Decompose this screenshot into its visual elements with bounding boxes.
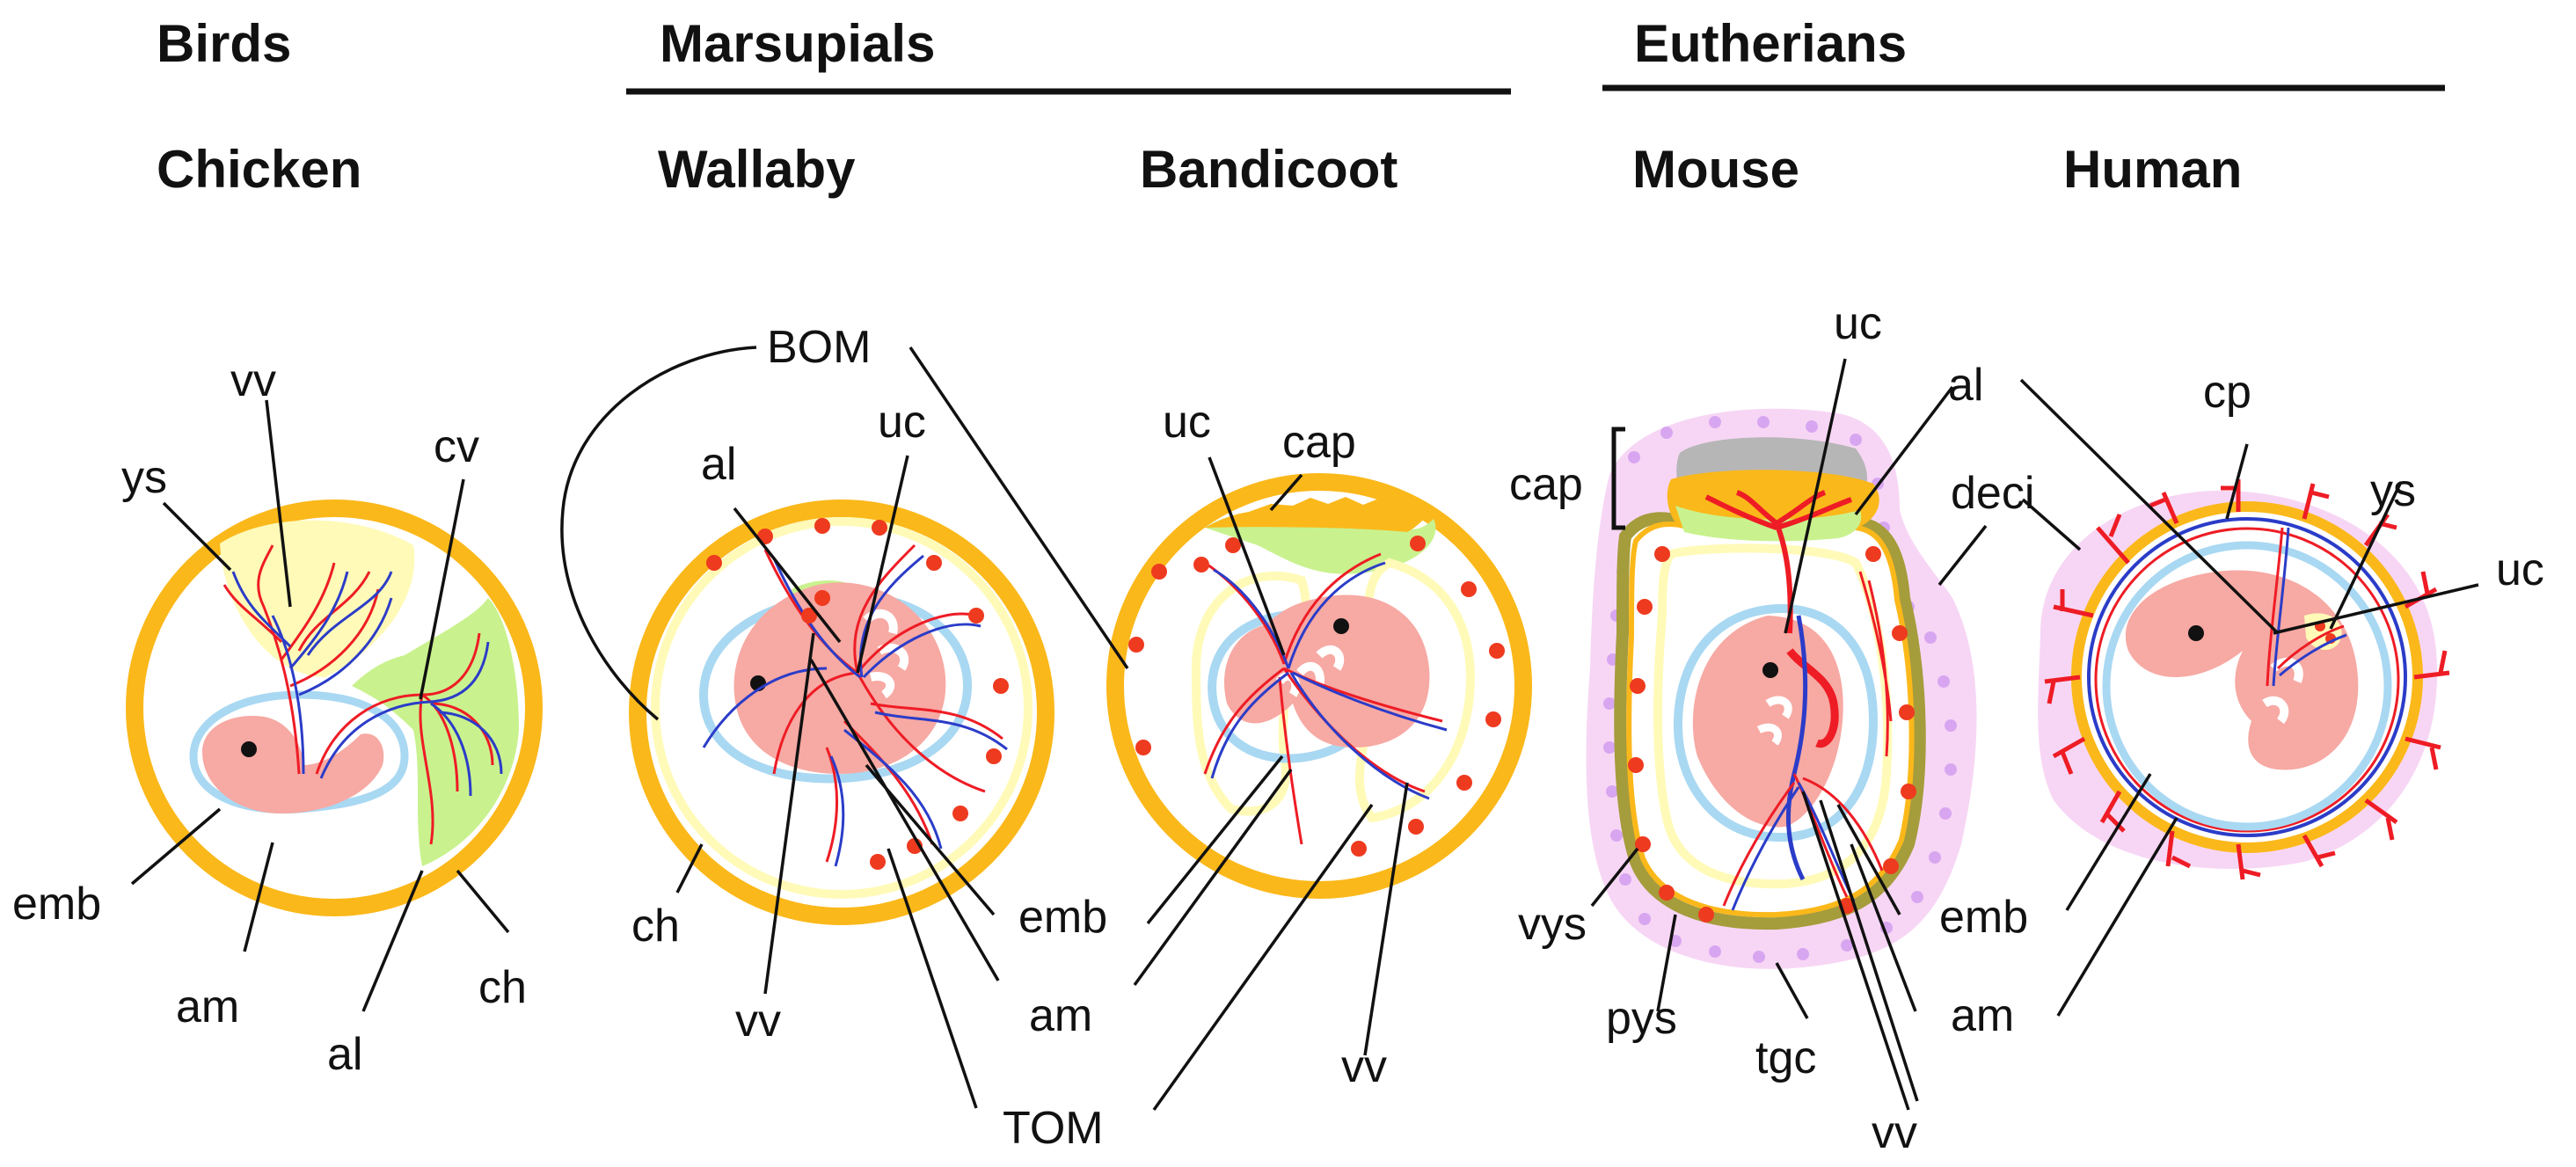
chicken-label-vv: vv (230, 355, 276, 406)
wallaby-vessels (702, 543, 1008, 867)
mouse-amnion (1673, 603, 1879, 842)
human-label-uc: uc (2496, 544, 2544, 595)
chicken-allantois (352, 598, 519, 866)
human-diagram: cp ys uc emb am (1939, 367, 2544, 1041)
mouse-diagram: uc al cap deci vys pys tgc vv (1509, 298, 2034, 1158)
species-mouse: Mouse (1632, 140, 1799, 199)
mouse-label-cap: cap (1509, 459, 1583, 510)
chicken-label-emb: emb (12, 879, 101, 930)
bandicoot-label-vv: vv (1341, 1041, 1387, 1092)
bandicoot-cap (1205, 497, 1434, 532)
wallaby-label-vv: vv (735, 996, 781, 1047)
label-emb-eutherians: emb (1939, 892, 2028, 943)
label-bom: BOM (767, 322, 871, 373)
human-embryo-eye (2188, 625, 2204, 641)
chicken-embryo (202, 716, 384, 813)
human-umbilical-vessels (2266, 527, 2347, 687)
marsupial-leaders (560, 346, 1409, 1112)
species-row: Chicken Wallaby Bandicoot Mouse Human (157, 140, 2242, 199)
label-tom: TOM (1003, 1103, 1104, 1154)
label-am-marsupials: am (1029, 990, 1092, 1041)
chicken-embryo-eye (241, 741, 257, 757)
label-emb-marsupials: emb (1018, 892, 1107, 943)
human-chorion-vein (2087, 517, 2407, 837)
bandicoot-label-uc: uc (1163, 397, 1211, 448)
chicken-yolk-sac (220, 520, 415, 677)
wallaby-amnion (698, 591, 973, 784)
human-label-ys: ys (2370, 465, 2416, 516)
header-row: Birds Marsupials Eutherians (157, 14, 2445, 95)
mouse-embryo-limbs (1756, 696, 1792, 746)
label-am-eutherians: am (1951, 990, 2014, 1041)
mouse-label-uc: uc (1834, 298, 1882, 349)
mouse-vessels (1704, 490, 1893, 911)
bandicoot-vessels (1203, 552, 1448, 845)
chicken-leaders (130, 399, 510, 1012)
chicken-diagram: vv ys cv emb am al ch (12, 355, 543, 1080)
chicken-vessels (223, 544, 503, 845)
mouse-label-pys: pys (1606, 993, 1677, 1044)
species-chicken: Chicken (157, 140, 361, 199)
mouse-visceral-yolk-sac (1653, 543, 1893, 889)
species-wallaby: Wallaby (658, 140, 856, 199)
mouse-label-vv: vv (1872, 1107, 1917, 1158)
human-leaders (2019, 378, 2479, 1017)
wallaby-label-uc: uc (878, 397, 926, 448)
human-chorion-artery (2094, 527, 2400, 833)
bandicoot-diagram (1106, 473, 1532, 899)
chicken-label-ys: ys (121, 452, 167, 503)
mouse-red-dots (1628, 546, 1916, 923)
bandicoot-red-dots (1128, 536, 1505, 857)
header-marsupials: Marsupials (660, 14, 935, 73)
bandicoot-yolk-sac-left (1191, 572, 1310, 816)
bandicoot-label-cap: cap (1282, 417, 1356, 468)
bandicoot-embryo-eye (1333, 618, 1349, 634)
header-birds: Birds (157, 14, 291, 73)
header-eutherians: Eutherians (1634, 14, 1907, 73)
human-label-cp: cp (2203, 367, 2251, 418)
chicken-label-am: am (176, 981, 239, 1032)
wallaby-label-al: al (701, 439, 736, 490)
mouse-label-vys: vys (1518, 899, 1587, 950)
chicken-label-ch: ch (478, 962, 527, 1013)
mouse-label-tgc: tgc (1755, 1032, 1816, 1083)
species-bandicoot: Bandicoot (1140, 140, 1397, 199)
chicken-label-al: al (327, 1029, 362, 1080)
mouse-label-deci: deci (1951, 468, 2034, 519)
wallaby-yolk-sac (651, 517, 1033, 899)
species-human: Human (2063, 140, 2242, 199)
chicken-label-cv: cv (434, 421, 479, 472)
mouse-leaders (1590, 358, 1988, 1111)
wallaby-label-ch: ch (631, 901, 680, 952)
mouse-embryo-eye (1762, 662, 1778, 678)
human-embryo (2125, 570, 2359, 770)
mouse-cap-bracket (1611, 427, 1625, 530)
mouse-label-al: al (1948, 360, 1983, 411)
